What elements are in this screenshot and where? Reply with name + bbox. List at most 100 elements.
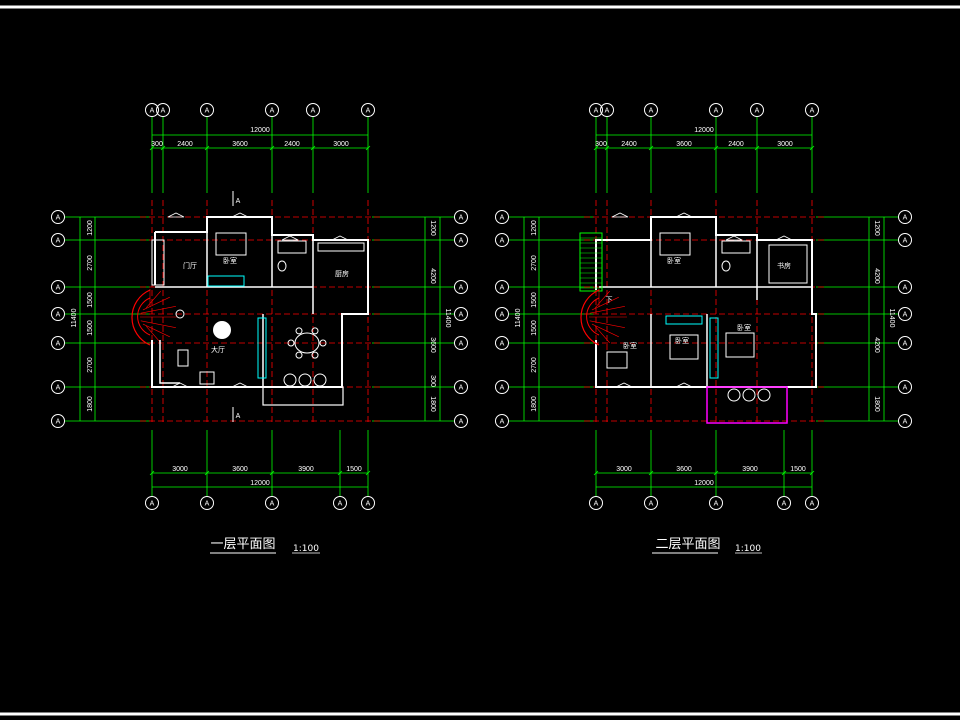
axis-bubble [600, 103, 614, 117]
axis-bubble [495, 280, 509, 294]
bed [659, 232, 691, 256]
table-round [213, 321, 231, 339]
study-desk [768, 244, 808, 284]
axis-bubble [454, 336, 468, 350]
window-marker [725, 235, 743, 241]
axis-bubble-label: A [270, 501, 275, 508]
dim-tick [754, 145, 760, 151]
dim-left-value: 2700 [531, 357, 538, 373]
stair-flight [579, 232, 603, 292]
dining-chair [295, 327, 303, 335]
axis-bubble-label: A [903, 385, 908, 392]
bathtub [721, 240, 751, 254]
axis-bubble-label: A [459, 215, 464, 222]
dim-tick [648, 470, 654, 476]
axis-bubble [495, 414, 509, 428]
dim-tick [781, 470, 787, 476]
axis-bubble [361, 103, 375, 117]
axis-bubble [495, 210, 509, 224]
dim-tick [593, 145, 599, 151]
dim-left-value: 1500 [87, 320, 94, 336]
dim-tick [269, 145, 275, 151]
axis-bubble-label: A [594, 501, 599, 508]
dim-total-depth-right: 11400 [444, 309, 451, 328]
spiral-stair [131, 289, 151, 346]
dim-bottom-value: 3600 [676, 466, 692, 473]
axis-bubble [156, 103, 170, 117]
axis-bubble [589, 496, 603, 510]
axis-bubble-label: A [56, 312, 61, 319]
exterior-wall [595, 216, 817, 388]
dining-chair [311, 351, 319, 359]
window-marker [775, 235, 793, 241]
axis-bubble-label: A [459, 238, 464, 245]
dim-left-value: 1200 [87, 220, 94, 236]
axis-bubble [51, 414, 65, 428]
dim-tick [713, 470, 719, 476]
balcony-chair [757, 388, 771, 402]
axis-bubble [898, 280, 912, 294]
dim-total-width-top: 12000 [250, 127, 270, 134]
stair-tread [589, 320, 625, 329]
axis-bubble [495, 307, 509, 321]
axis-bubble-label: A [205, 108, 210, 115]
window-marker [167, 212, 185, 218]
window-marker [171, 382, 189, 388]
dim-tick [648, 145, 654, 151]
dim-top-value: 3000 [333, 141, 349, 148]
window-marker [615, 382, 633, 388]
axis-bubble-label: A [903, 419, 908, 426]
armchair [199, 371, 215, 385]
dining-table [294, 332, 320, 354]
dim-left-value: 2700 [531, 255, 538, 271]
axis-bubble [805, 496, 819, 510]
stair-tread [591, 296, 619, 311]
axis-bubble-label: A [56, 341, 61, 348]
section-mark-bottom: A [236, 413, 241, 420]
balcony-outline [706, 386, 788, 424]
axis-bubble [200, 496, 214, 510]
bed [669, 334, 699, 360]
dim-tick [269, 470, 275, 476]
axis-bubble-label: A [56, 285, 61, 292]
axis-bubble-label: A [338, 501, 343, 508]
axis-bubble-label: A [150, 501, 155, 508]
dim-tick [809, 470, 815, 476]
stair-tread [140, 305, 176, 314]
tv-cabinet [177, 349, 189, 367]
dim-total-depth-left: 11400 [71, 308, 78, 327]
dim-tick [604, 145, 610, 151]
dim-tick [713, 145, 719, 151]
dim-tick [149, 145, 155, 151]
axis-bubble-label: A [56, 419, 61, 426]
window-marker [231, 382, 249, 388]
spiral-stair-inner [586, 297, 600, 336]
window-marker [281, 235, 299, 241]
axis-bubble [51, 307, 65, 321]
stair-tread [145, 290, 161, 308]
wardrobe [207, 275, 245, 287]
stair-tread [591, 323, 619, 338]
axis-bubble [805, 103, 819, 117]
axis-bubble-label: A [161, 108, 166, 115]
axis-bubble [709, 103, 723, 117]
plan-scale: 1:100 [735, 544, 761, 554]
axis-bubble [777, 496, 791, 510]
axis-bubble-label: A [605, 108, 610, 115]
axis-bubble [898, 210, 912, 224]
dim-top-value: 300 [151, 141, 163, 148]
dim-left-value: 2700 [87, 357, 94, 373]
stair-tread [594, 290, 610, 308]
dining-chair [295, 351, 303, 359]
dim-right-value: 1800 [873, 396, 880, 412]
stair-tread [140, 320, 176, 329]
room-label-entrance-hall: 门厅 [183, 261, 197, 270]
room-label-bedroom-3: 卧室 [675, 336, 689, 345]
axis-bubble [51, 233, 65, 247]
axis-bubble-label: A [500, 385, 505, 392]
axis-bubble [495, 380, 509, 394]
dim-total-depth-right: 11400 [888, 309, 895, 328]
dim-left-value: 1500 [531, 320, 538, 336]
